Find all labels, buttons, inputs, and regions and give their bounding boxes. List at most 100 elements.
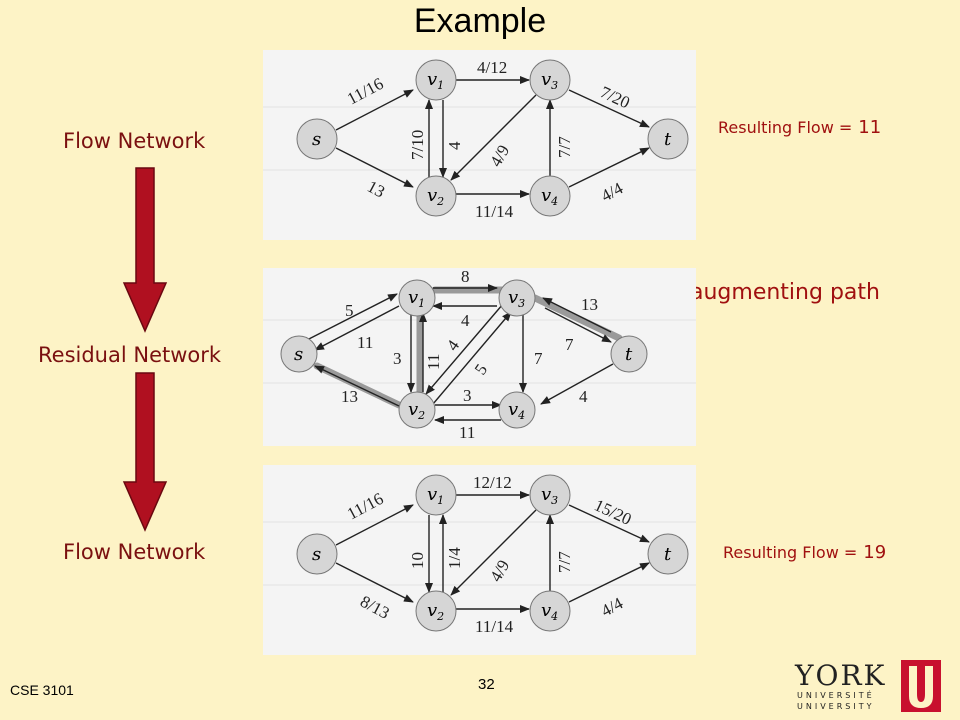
blabel-v1-v3: 12/12 [473, 473, 512, 492]
rlabel-v2-v1: 11 [424, 354, 443, 370]
label-v4-v3: 7/7 [555, 136, 574, 158]
redge-v1-s [314, 305, 400, 351]
label-s-v2: 13 [364, 177, 388, 202]
blabel-v4-t: 4/4 [598, 593, 627, 620]
bedge-s-v1 [335, 504, 414, 546]
residual-network-label: Residual Network [38, 343, 222, 367]
residual-network-graph: s v1 v2 v3 v4 t 5 11 13 8 4 3 11 4 5 7 3… [263, 268, 696, 442]
rlabel-v2-v3: 5 [471, 360, 491, 378]
resulting-flow-top-value: 11 [858, 117, 882, 138]
node-v3 [529, 59, 571, 101]
svg-text:t: t [625, 344, 633, 365]
rlabel-v3-t: 7 [565, 335, 574, 354]
blabel-s-v1: 11/16 [344, 489, 387, 524]
bnode-v2 [415, 590, 457, 632]
flow-network-label-bottom: Flow Network [63, 540, 206, 564]
bedge-v3-t [568, 504, 650, 543]
rlabel-v2-s: 13 [341, 387, 358, 406]
logo-monogram-u [909, 666, 933, 708]
resulting-flow-bottom: Resulting Flow = 19 [723, 542, 886, 563]
residual-edges [302, 284, 614, 424]
flow-network-bottom-graph: s v1 v2 v3 v4 t 11/16 8/13 10 1/4 12/12 … [263, 473, 696, 636]
label-v3-v2: 4/9 [486, 142, 513, 170]
bnode-v4 [529, 590, 571, 632]
bnode-v1 [415, 474, 457, 516]
label-v1-v2: 4 [445, 141, 464, 150]
residual-nodes: s v1 v2 v3 v4 t [280, 279, 648, 429]
blabel-v3-t: 15/20 [591, 495, 634, 529]
flow-network-bottom-panel: s v1 v2 v3 v4 t 11/16 8/13 10 1/4 12/12 … [263, 465, 696, 655]
node-v2 [415, 175, 457, 217]
redge-s-v1 [302, 293, 398, 343]
edge-v3-v2 [450, 94, 537, 181]
flow-network-top-panel: s v1 v2 v3 v4 t 11/16 13 7/10 4 4/12 4/9… [263, 50, 696, 240]
label-s-v1: 11/16 [344, 74, 387, 109]
label-v2-v1: 7/10 [408, 130, 427, 160]
flow-bottom-edges [335, 491, 650, 613]
flow-top-edges [335, 76, 650, 198]
label-v4-t: 4/4 [598, 178, 627, 205]
resulting-flow-bottom-value: 19 [863, 542, 887, 563]
flow-network-top-graph: s v1 v2 v3 v4 t 11/16 13 7/10 4 4/12 4/9… [263, 58, 696, 221]
redge-v3-t [544, 307, 612, 343]
augmenting-path-label: augmenting path [690, 280, 880, 305]
redge-t-v4 [540, 363, 614, 405]
bnode-s [296, 533, 338, 575]
down-arrow-1 [122, 167, 168, 333]
rnode-v4 [498, 391, 536, 429]
rlabel-v3-v4: 7 [534, 349, 543, 368]
node-s [296, 118, 338, 160]
rlabel-t-v4: 4 [579, 387, 588, 406]
label-v3-t: 7/20 [597, 82, 632, 112]
rlabel-v3-v2: 4 [443, 336, 464, 354]
label-v1-v3: 4/12 [477, 58, 507, 77]
rnode-v1 [398, 279, 436, 317]
edge-v4-t [568, 147, 650, 188]
resulting-flow-bottom-prefix: Resulting Flow = [723, 543, 858, 562]
page-number: 32 [478, 676, 495, 693]
bnode-t [647, 533, 689, 575]
flow-network-label-top: Flow Network [63, 129, 206, 153]
blabel-v1-v2: 10 [408, 552, 427, 569]
residual-network-panel: s v1 v2 v3 v4 t 5 11 13 8 4 3 11 4 5 7 3… [263, 268, 696, 446]
node-v4 [529, 175, 571, 217]
svg-text:t: t [664, 129, 672, 150]
logo-wordmark: YORK [794, 659, 886, 692]
redge-v2-s [314, 365, 400, 407]
blabel-v2-v1: 1/4 [445, 547, 464, 569]
rlabel-v1-s: 11 [357, 333, 373, 352]
redge-v3-v2 [425, 303, 504, 395]
logo-line2: UNIVERSITY [797, 702, 875, 711]
logo-line1: UNIVERSITÉ [797, 689, 875, 700]
redge-t-v3 [542, 297, 612, 333]
blabel-v3-v2: 4/9 [486, 557, 513, 585]
flow-bottom-nodes: s v1 v2 v3 v4 t [296, 474, 689, 632]
rnode-t [610, 335, 648, 373]
resulting-flow-top-prefix: Resulting Flow = [718, 118, 853, 137]
york-university-logo: YORK UNIVERSITÉ UNIVERSITY [794, 659, 941, 712]
slide-title: Example [413, 2, 547, 40]
rlabel-t-v3: 13 [581, 295, 598, 314]
blabel-s-v2: 8/13 [357, 592, 393, 623]
rlabel-v3-v1: 4 [461, 311, 470, 330]
svg-text:s: s [294, 344, 303, 365]
edge-s-v1 [335, 89, 414, 131]
svg-text:s: s [312, 129, 321, 150]
blabel-v4-v3: 7/7 [555, 551, 574, 573]
node-v1 [415, 59, 457, 101]
rnode-v2 [398, 391, 436, 429]
rlabel-v4-v2: 11 [459, 423, 475, 442]
bedge-v4-t [568, 562, 650, 603]
down-arrow-2 [122, 372, 168, 532]
resulting-flow-top: Resulting Flow = 11 [718, 117, 881, 138]
rlabel-s-v1: 5 [345, 301, 354, 320]
flow-top-nodes: s v1 v2 v3 v4 t [296, 59, 689, 217]
rnode-s [280, 335, 318, 373]
svg-text:t: t [664, 544, 672, 565]
node-t [647, 118, 689, 160]
edge-v3-t [568, 89, 650, 128]
blabel-v2-v4: 11/14 [475, 617, 514, 636]
rlabel-v2-v4: 3 [463, 386, 472, 405]
bnode-v3 [529, 474, 571, 516]
rnode-v3 [498, 279, 536, 317]
